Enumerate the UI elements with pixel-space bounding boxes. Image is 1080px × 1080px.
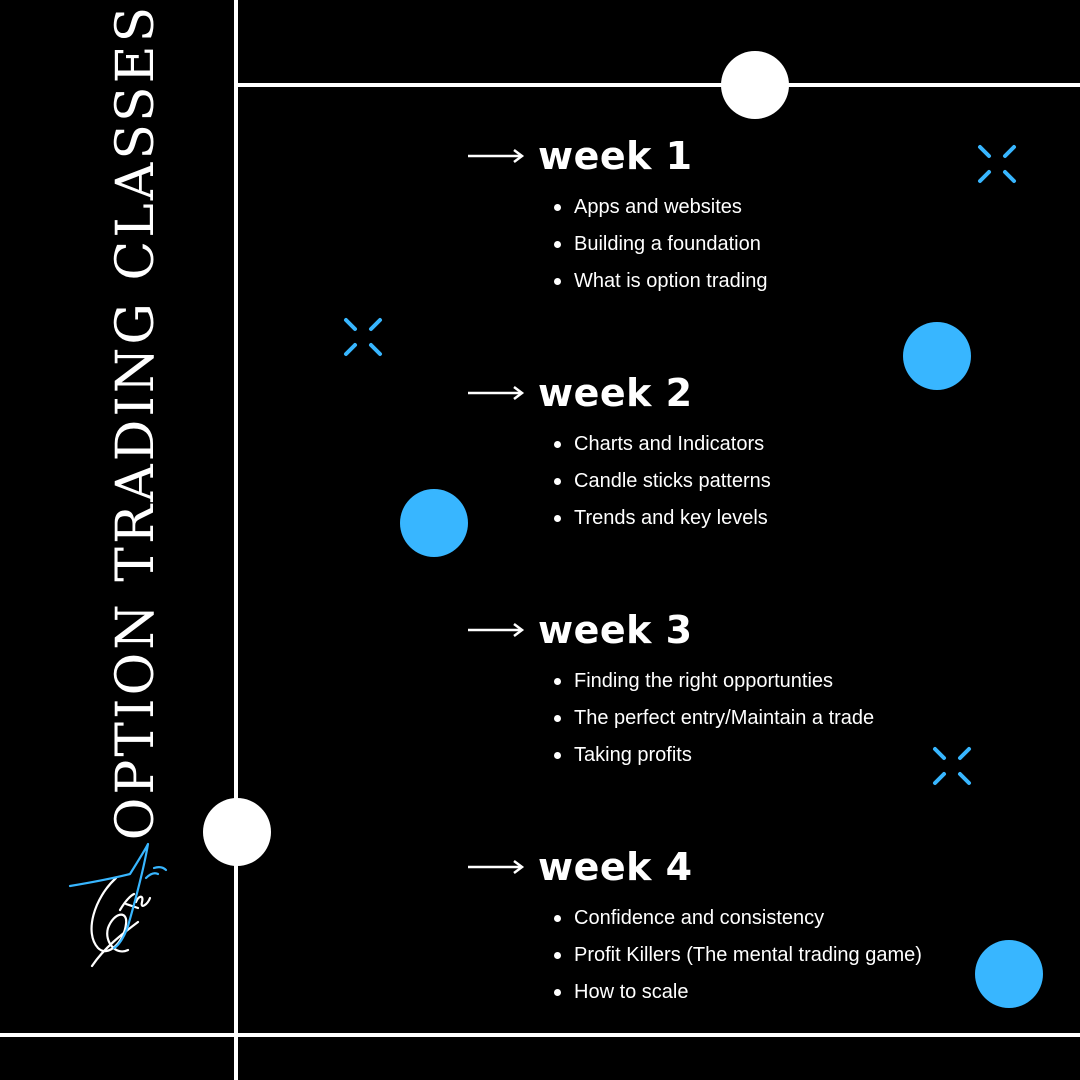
week-section-3: week 3 Finding the right opportunties Th… xyxy=(468,605,874,774)
sparkle-icon xyxy=(344,318,382,356)
week-section-4: week 4 Confidence and consistency Profit… xyxy=(468,842,922,1011)
white-circle-left xyxy=(203,798,271,866)
week-topic-list: Confidence and consistency Profit Killer… xyxy=(468,900,922,1011)
blue-circle-1 xyxy=(903,322,971,390)
list-item: Taking profits xyxy=(553,737,874,774)
top-horizontal-line xyxy=(236,83,1080,87)
week-topic-list: Charts and Indicators Candle sticks patt… xyxy=(468,426,771,537)
list-item: Confidence and consistency xyxy=(554,900,922,937)
sparkle-icon xyxy=(933,747,971,785)
blue-circle-3 xyxy=(975,940,1043,1008)
page-title: OPTION TRADING CLASSES xyxy=(106,4,166,840)
week-section-2: week 2 Charts and Indicators Candle stic… xyxy=(468,368,771,537)
list-item: Charts and Indicators xyxy=(554,426,771,463)
bottom-horizontal-line xyxy=(0,1033,1080,1037)
list-item: How to scale xyxy=(554,974,922,1011)
arrow-right-icon xyxy=(468,623,525,637)
vertical-line xyxy=(234,0,238,1080)
blue-circle-2 xyxy=(400,489,468,557)
page-title-text: OPTION TRADING CLASSES xyxy=(106,3,166,841)
list-item: Apps and websites xyxy=(553,189,767,226)
arrow-right-icon xyxy=(468,860,525,874)
list-item: Building a foundation xyxy=(553,226,767,263)
sparkle-icon xyxy=(978,145,1016,183)
arrow-right-icon xyxy=(468,386,525,400)
week-topic-list: Apps and websites Building a foundation … xyxy=(468,189,767,300)
week-topic-list: Finding the right opportunties The perfe… xyxy=(468,663,874,774)
arrow-right-icon xyxy=(468,149,525,163)
list-item: Profit Killers (The mental trading game) xyxy=(554,937,922,974)
list-item: Trends and key levels xyxy=(554,500,771,537)
week-title: week 3 xyxy=(538,608,693,652)
white-circle-top xyxy=(721,51,789,119)
week-title: week 2 xyxy=(538,371,693,415)
list-item: The perfect entry/Maintain a trade xyxy=(553,700,874,737)
week-title: week 1 xyxy=(538,134,693,178)
signature-logo xyxy=(68,842,168,968)
list-item: What is option trading xyxy=(553,263,767,300)
week-section-1: week 1 Apps and websites Building a foun… xyxy=(468,131,767,300)
list-item: Finding the right opportunties xyxy=(553,663,874,700)
week-title: week 4 xyxy=(538,845,693,889)
list-item: Candle sticks patterns xyxy=(554,463,771,500)
